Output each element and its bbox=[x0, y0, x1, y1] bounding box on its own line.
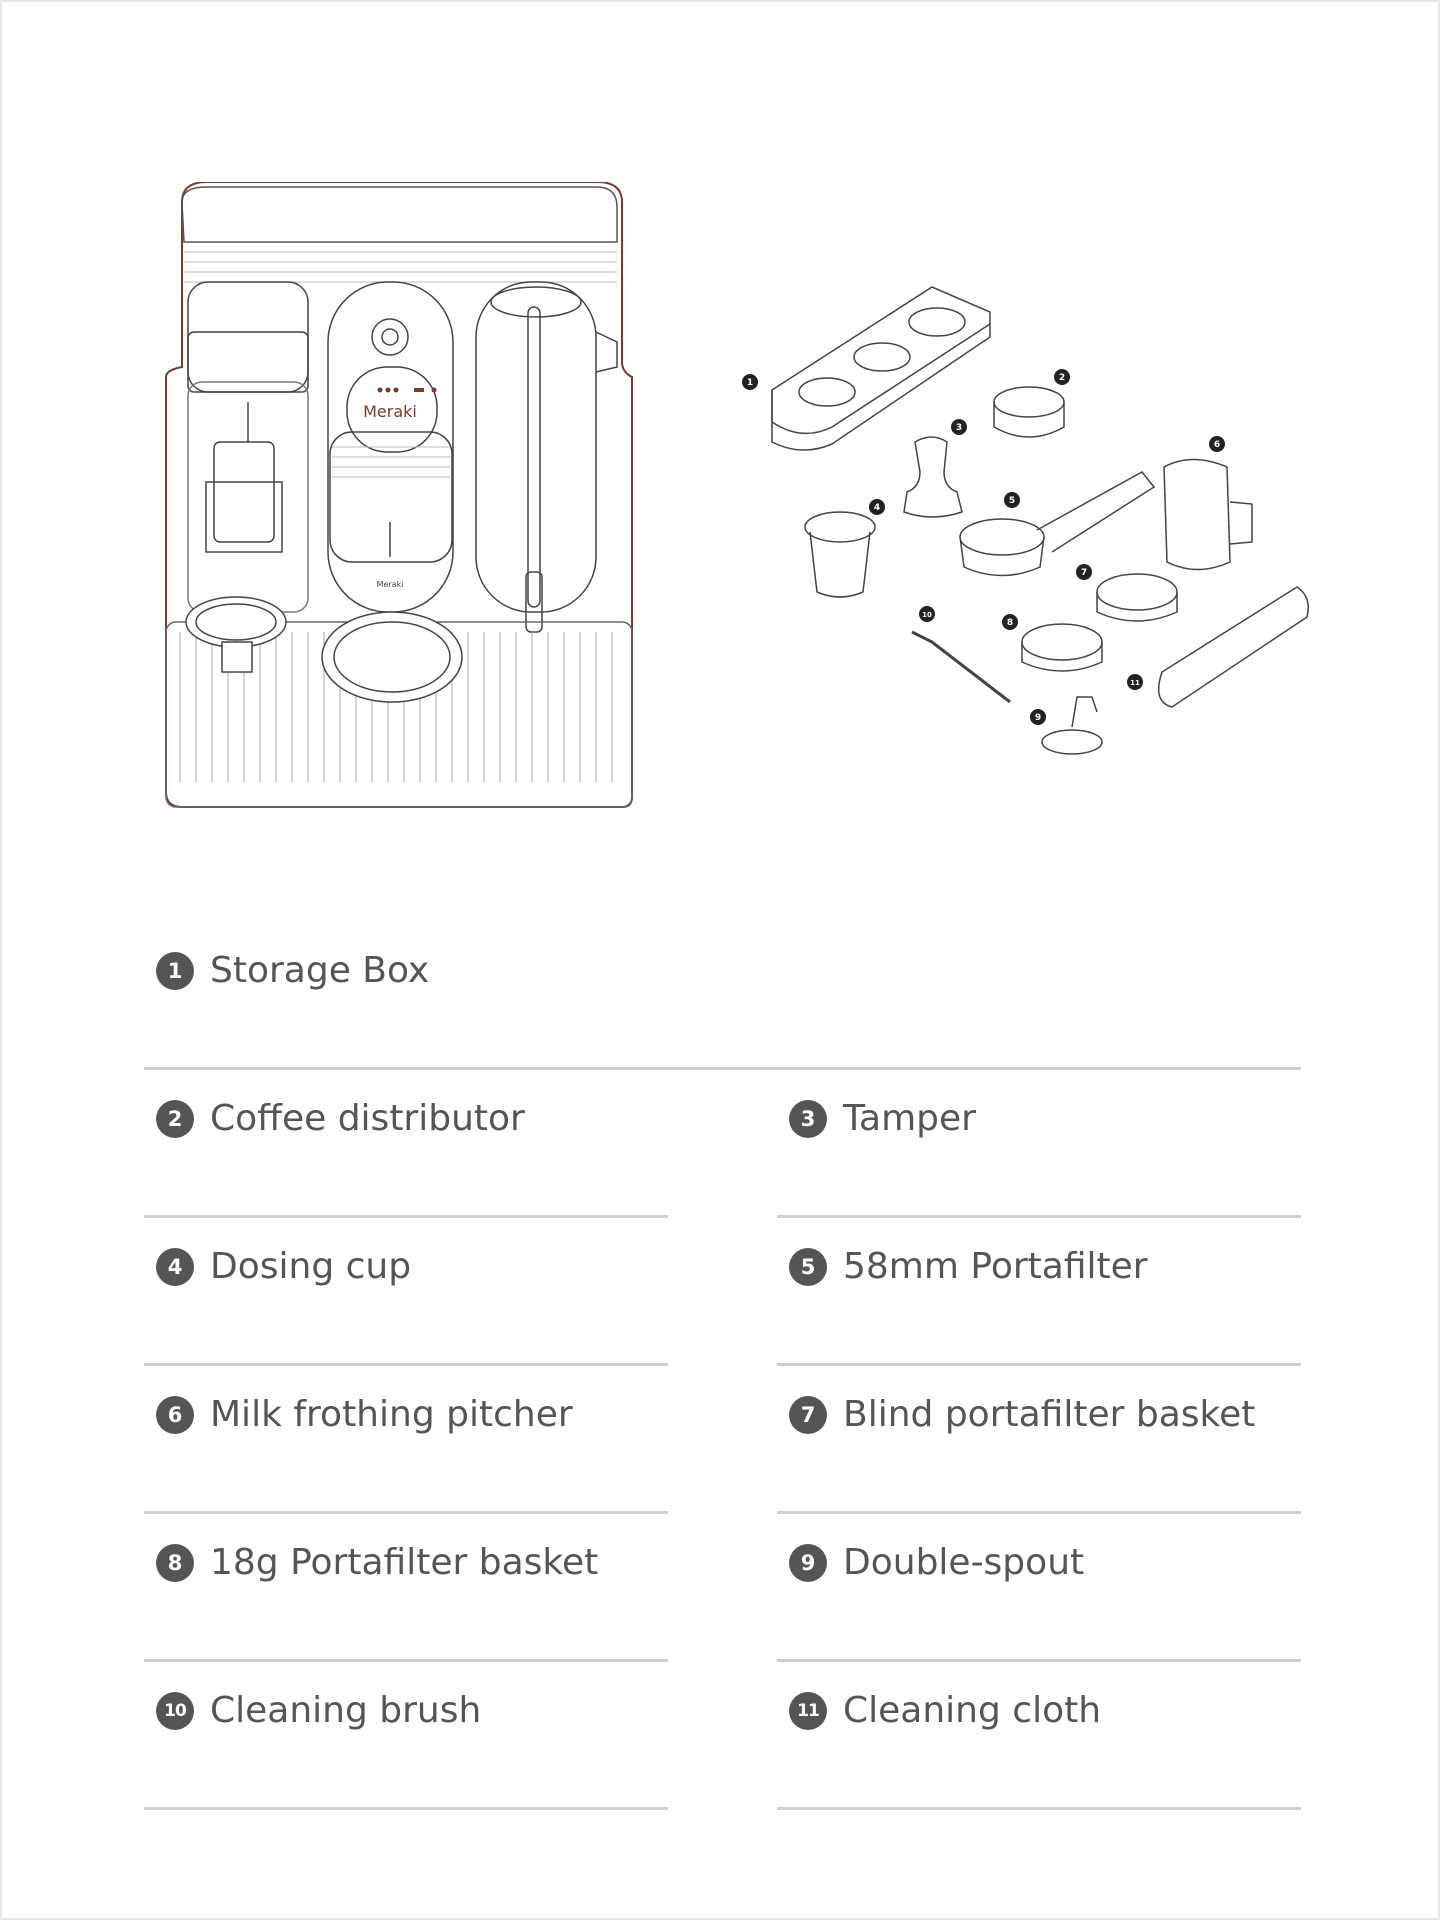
parts-row: 10 Cleaning brush 11 Cleaning cloth bbox=[144, 1662, 1301, 1810]
part-label: 18g Portafilter basket bbox=[210, 1542, 599, 1583]
callout-2: 2 bbox=[1059, 373, 1065, 383]
callout-4: 4 bbox=[874, 503, 880, 513]
part-number-badge: 2 bbox=[156, 1100, 194, 1138]
part-item-cleaning-cloth: 11 Cleaning cloth bbox=[777, 1662, 1301, 1810]
part-number-badge: 11 bbox=[789, 1692, 827, 1730]
part-number-badge: 8 bbox=[156, 1544, 194, 1582]
part-item-double-spout: 9 Double-spout bbox=[777, 1514, 1301, 1662]
part-label: 58mm Portafilter bbox=[843, 1246, 1148, 1287]
parts-row: 1 Storage Box bbox=[144, 922, 1301, 1070]
part-item-storage-box: 1 Storage Box bbox=[144, 922, 1301, 1070]
callout-6: 6 bbox=[1214, 440, 1220, 450]
machine-brand-label-small: Meraki bbox=[377, 580, 404, 589]
part-label: Tamper bbox=[843, 1098, 976, 1139]
parts-list: 1 Storage Box 2 Coffee distributor 3 Tam… bbox=[144, 922, 1301, 1810]
part-label: Dosing cup bbox=[210, 1246, 412, 1287]
callout-9: 9 bbox=[1035, 713, 1041, 723]
part-item-blind-basket: 7 Blind portafilter basket bbox=[777, 1366, 1301, 1514]
part-label: Milk frothing pitcher bbox=[210, 1394, 573, 1435]
callout-7: 7 bbox=[1081, 568, 1087, 578]
part-label: Double-spout bbox=[843, 1542, 1085, 1583]
part-label: Blind portafilter basket bbox=[843, 1394, 1256, 1435]
part-number-badge: 5 bbox=[789, 1248, 827, 1286]
part-label: Cleaning cloth bbox=[843, 1690, 1102, 1731]
callout-1: 1 bbox=[747, 378, 753, 388]
part-item-cleaning-brush: 10 Cleaning brush bbox=[144, 1662, 668, 1810]
accessories-illustration: 1 2 3 4 5 6 7 8 9 10 11 bbox=[742, 286, 1309, 755]
callout-3: 3 bbox=[956, 423, 962, 433]
part-item-dosing-cup: 4 Dosing cup bbox=[144, 1218, 668, 1366]
part-number-badge: 10 bbox=[156, 1692, 194, 1730]
callout-8: 8 bbox=[1007, 618, 1013, 628]
part-number-badge: 6 bbox=[156, 1396, 194, 1434]
part-number-badge: 4 bbox=[156, 1248, 194, 1286]
part-number-badge: 1 bbox=[156, 952, 194, 990]
part-number-badge: 7 bbox=[789, 1396, 827, 1434]
parts-row: 2 Coffee distributor 3 Tamper bbox=[144, 1070, 1301, 1218]
callout-5: 5 bbox=[1009, 496, 1015, 506]
machine-brand-label: Meraki bbox=[363, 402, 417, 421]
part-item-tamper: 3 Tamper bbox=[777, 1070, 1301, 1218]
part-label: Coffee distributor bbox=[210, 1098, 525, 1139]
parts-row: 4 Dosing cup 5 58mm Portafilter bbox=[144, 1218, 1301, 1366]
part-item-milk-frothing-pitcher: 6 Milk frothing pitcher bbox=[144, 1366, 668, 1514]
part-label: Storage Box bbox=[210, 950, 430, 991]
part-item-coffee-distributor: 2 Coffee distributor bbox=[144, 1070, 668, 1218]
parts-row: 8 18g Portafilter basket 9 Double-spout bbox=[144, 1514, 1301, 1662]
part-label: Cleaning brush bbox=[210, 1690, 482, 1731]
espresso-machine-illustration: Meraki Meraki bbox=[165, 182, 633, 808]
part-number-badge: 9 bbox=[789, 1544, 827, 1582]
parts-row: 6 Milk frothing pitcher 7 Blind portafil… bbox=[144, 1366, 1301, 1514]
callout-11: 11 bbox=[1130, 679, 1140, 687]
callout-10: 10 bbox=[922, 611, 932, 619]
part-number-badge: 3 bbox=[789, 1100, 827, 1138]
part-item-18g-basket: 8 18g Portafilter basket bbox=[144, 1514, 668, 1662]
part-item-portafilter: 5 58mm Portafilter bbox=[777, 1218, 1301, 1366]
